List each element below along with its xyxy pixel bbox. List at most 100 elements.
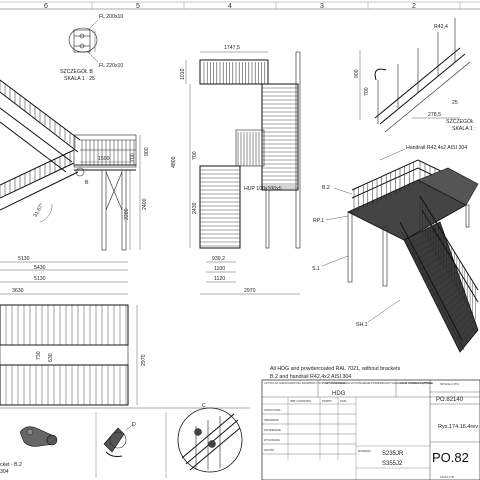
plan-lower-flight bbox=[0, 364, 129, 406]
column-number-3: 3 bbox=[320, 3, 324, 10]
side-dim-2400: 2400 bbox=[142, 198, 148, 210]
column-number-2: 2 bbox=[412, 3, 416, 10]
tread bbox=[403, 221, 441, 241]
plan-treads bbox=[5, 305, 127, 405]
tb-left-note: CZYSTA SZ CHROPOWATOŚĆ KRAWĘDZI I WYMIAR… bbox=[264, 380, 433, 385]
tb-row-label: OPRACOWAŁ bbox=[264, 408, 281, 412]
tread bbox=[436, 285, 463, 307]
iso-treads bbox=[403, 196, 477, 348]
tread bbox=[439, 290, 465, 312]
detail-c-circle: C bbox=[165, 403, 243, 478]
tb-code-head: NR SKALU RYS bbox=[440, 382, 459, 386]
iso-column-3 bbox=[465, 204, 470, 228]
front-dim-width: 1747,5 bbox=[224, 45, 240, 51]
tb-left-note-text: CZYSTA SZ CHROPOWATOŚĆ KRAWĘDZI I WYMIAR… bbox=[264, 380, 433, 385]
detail-c-dim-900: 900 bbox=[354, 69, 360, 78]
side-balusters-upper bbox=[0, 80, 76, 149]
tb-row-label: JAKOŚĆ bbox=[264, 447, 275, 452]
iso-upper-flight bbox=[417, 167, 479, 206]
front-dim-2430: 2430 bbox=[192, 202, 198, 214]
tb-row-label: SPRAWDZIŁ bbox=[264, 418, 280, 422]
side-upper-flight bbox=[0, 79, 81, 173]
side-dim-700: 700 bbox=[130, 153, 136, 162]
title-block: CZYSTA SZ CHROPOWATOŚĆ KRAWĘDZI I WYMIAR… bbox=[261, 379, 480, 480]
tb-row-label: ZATWIERDZIŁ bbox=[264, 428, 282, 432]
detail-handrail-top: 900 700 R42,4 278,5 25 SZCZEGÓŁ SKALA 1 … bbox=[354, 18, 476, 133]
side-view: B 1500 700 900 2200 2400 31,67° 5130 543… bbox=[0, 79, 150, 283]
plan-dim-630: 630 bbox=[48, 353, 54, 362]
tread bbox=[416, 246, 449, 266]
tread bbox=[447, 305, 470, 327]
plan-view: 3630 2970 730 630 bbox=[0, 288, 147, 406]
side-landing bbox=[73, 134, 137, 171]
iso-column-1 bbox=[347, 211, 353, 283]
side-dim-5130a: 5130 bbox=[18, 256, 30, 262]
iso-handrail-label: Handrail R42,4x2 AISI 304 bbox=[406, 145, 467, 151]
tb-col-date: DATA bbox=[340, 399, 347, 403]
detail-d: D bbox=[95, 412, 136, 478]
detail-b-circle bbox=[75, 167, 85, 177]
front-landing-balusters bbox=[237, 132, 263, 166]
tb-drawing-name: Rys.174.16.4rev bbox=[438, 424, 478, 430]
tb-material-head: MATERIAŁ: bbox=[358, 449, 372, 453]
front-hup-label: HUP 100x100x5 bbox=[244, 186, 282, 192]
bottom-details: cket - B.2 304 D C bbox=[0, 403, 250, 478]
tread bbox=[434, 280, 461, 302]
plan-upper-flight bbox=[0, 304, 129, 346]
bracket-sub: 304 bbox=[0, 469, 9, 475]
note-line-2: B.2 and handrail R42,4x2 AISI 304 bbox=[270, 374, 351, 380]
tb-material-1: S235JR bbox=[382, 451, 404, 457]
tb-deburr: USUŃ OSTRE KRAWĘDZIE bbox=[400, 381, 433, 385]
front-left-treads bbox=[200, 169, 240, 247]
detail-b-scale: SKALA 1 : 25 bbox=[64, 76, 95, 82]
side-marker-b: B bbox=[85, 180, 89, 186]
tb-row-label: WYKONANIE bbox=[264, 438, 280, 442]
iso-label-b2: B.2 bbox=[322, 185, 330, 191]
detail-b: FL 200x10 FL 220x10 SZCZEGÓŁ B SKALA 1 :… bbox=[60, 14, 123, 82]
front-view: 1747,5 1010 4800 700 2430 HUP 100x100x5 … bbox=[171, 45, 301, 295]
side-lower-flight bbox=[0, 149, 79, 211]
tread bbox=[414, 241, 448, 261]
detail-c-dim-25: 25 bbox=[452, 100, 458, 106]
tread bbox=[452, 315, 473, 337]
tb-col-name: IMIĘ I NAZWISKO bbox=[290, 399, 311, 403]
isometric-view: Handrail R42,4x2 AISI 304 B.2 RP.1 S.1 S… bbox=[312, 145, 479, 353]
column-number-4: 4 bbox=[228, 3, 232, 10]
detail-c-scale: SKALA 1 : bbox=[452, 126, 476, 132]
iso-label-sh1: SH.1 bbox=[356, 322, 368, 328]
plan-dim-3630: 3630 bbox=[12, 288, 24, 294]
detail-d-label: D bbox=[132, 422, 136, 428]
side-dim-1500: 1500 bbox=[98, 156, 110, 162]
side-angle: 31,67° bbox=[33, 202, 46, 218]
tb-scale-foot: SKALA 1:50 bbox=[440, 475, 455, 479]
tb-code-large: PO.82 bbox=[432, 450, 469, 465]
tb-material-2: S355J2 bbox=[382, 461, 403, 467]
front-dim-1120: 1120 bbox=[214, 276, 225, 282]
column-number-6: 6 bbox=[44, 3, 48, 10]
note-line-1: All HDG and powdercoated RAL 7021, witho… bbox=[270, 366, 401, 372]
tread bbox=[449, 310, 472, 332]
sheet-frame: 6 5 4 3 2 bbox=[0, 1, 480, 10]
tb-col-sign: PODPIS bbox=[322, 399, 332, 403]
side-dim-5430: 5430 bbox=[34, 265, 46, 271]
iso-column-2 bbox=[382, 225, 388, 287]
tb-finish-head: WYKOŃCZENIE bbox=[326, 381, 346, 385]
front-right-post bbox=[295, 51, 301, 249]
side-balusters-landing bbox=[81, 140, 135, 165]
side-dim-900: 900 bbox=[144, 147, 150, 156]
tread bbox=[431, 275, 460, 297]
front-dim-700: 700 bbox=[192, 151, 198, 160]
detail-b-dim-top: FL 200x10 bbox=[99, 14, 123, 20]
front-dim-4800: 4800 bbox=[171, 156, 177, 168]
tread bbox=[442, 295, 467, 317]
front-dim-939: 939,2 bbox=[212, 256, 225, 262]
detail-c-title: SZCZEGÓŁ bbox=[446, 118, 474, 125]
tb-finish-value: HDG bbox=[332, 391, 346, 397]
tread bbox=[444, 300, 468, 322]
detail-c-circle-label: C bbox=[202, 403, 206, 409]
tread bbox=[454, 320, 475, 342]
detail-c-dim-278: 278,5 bbox=[428, 112, 441, 118]
side-dim-2200: 2200 bbox=[124, 208, 130, 220]
iso-label-rp1: RP.1 bbox=[313, 218, 324, 224]
